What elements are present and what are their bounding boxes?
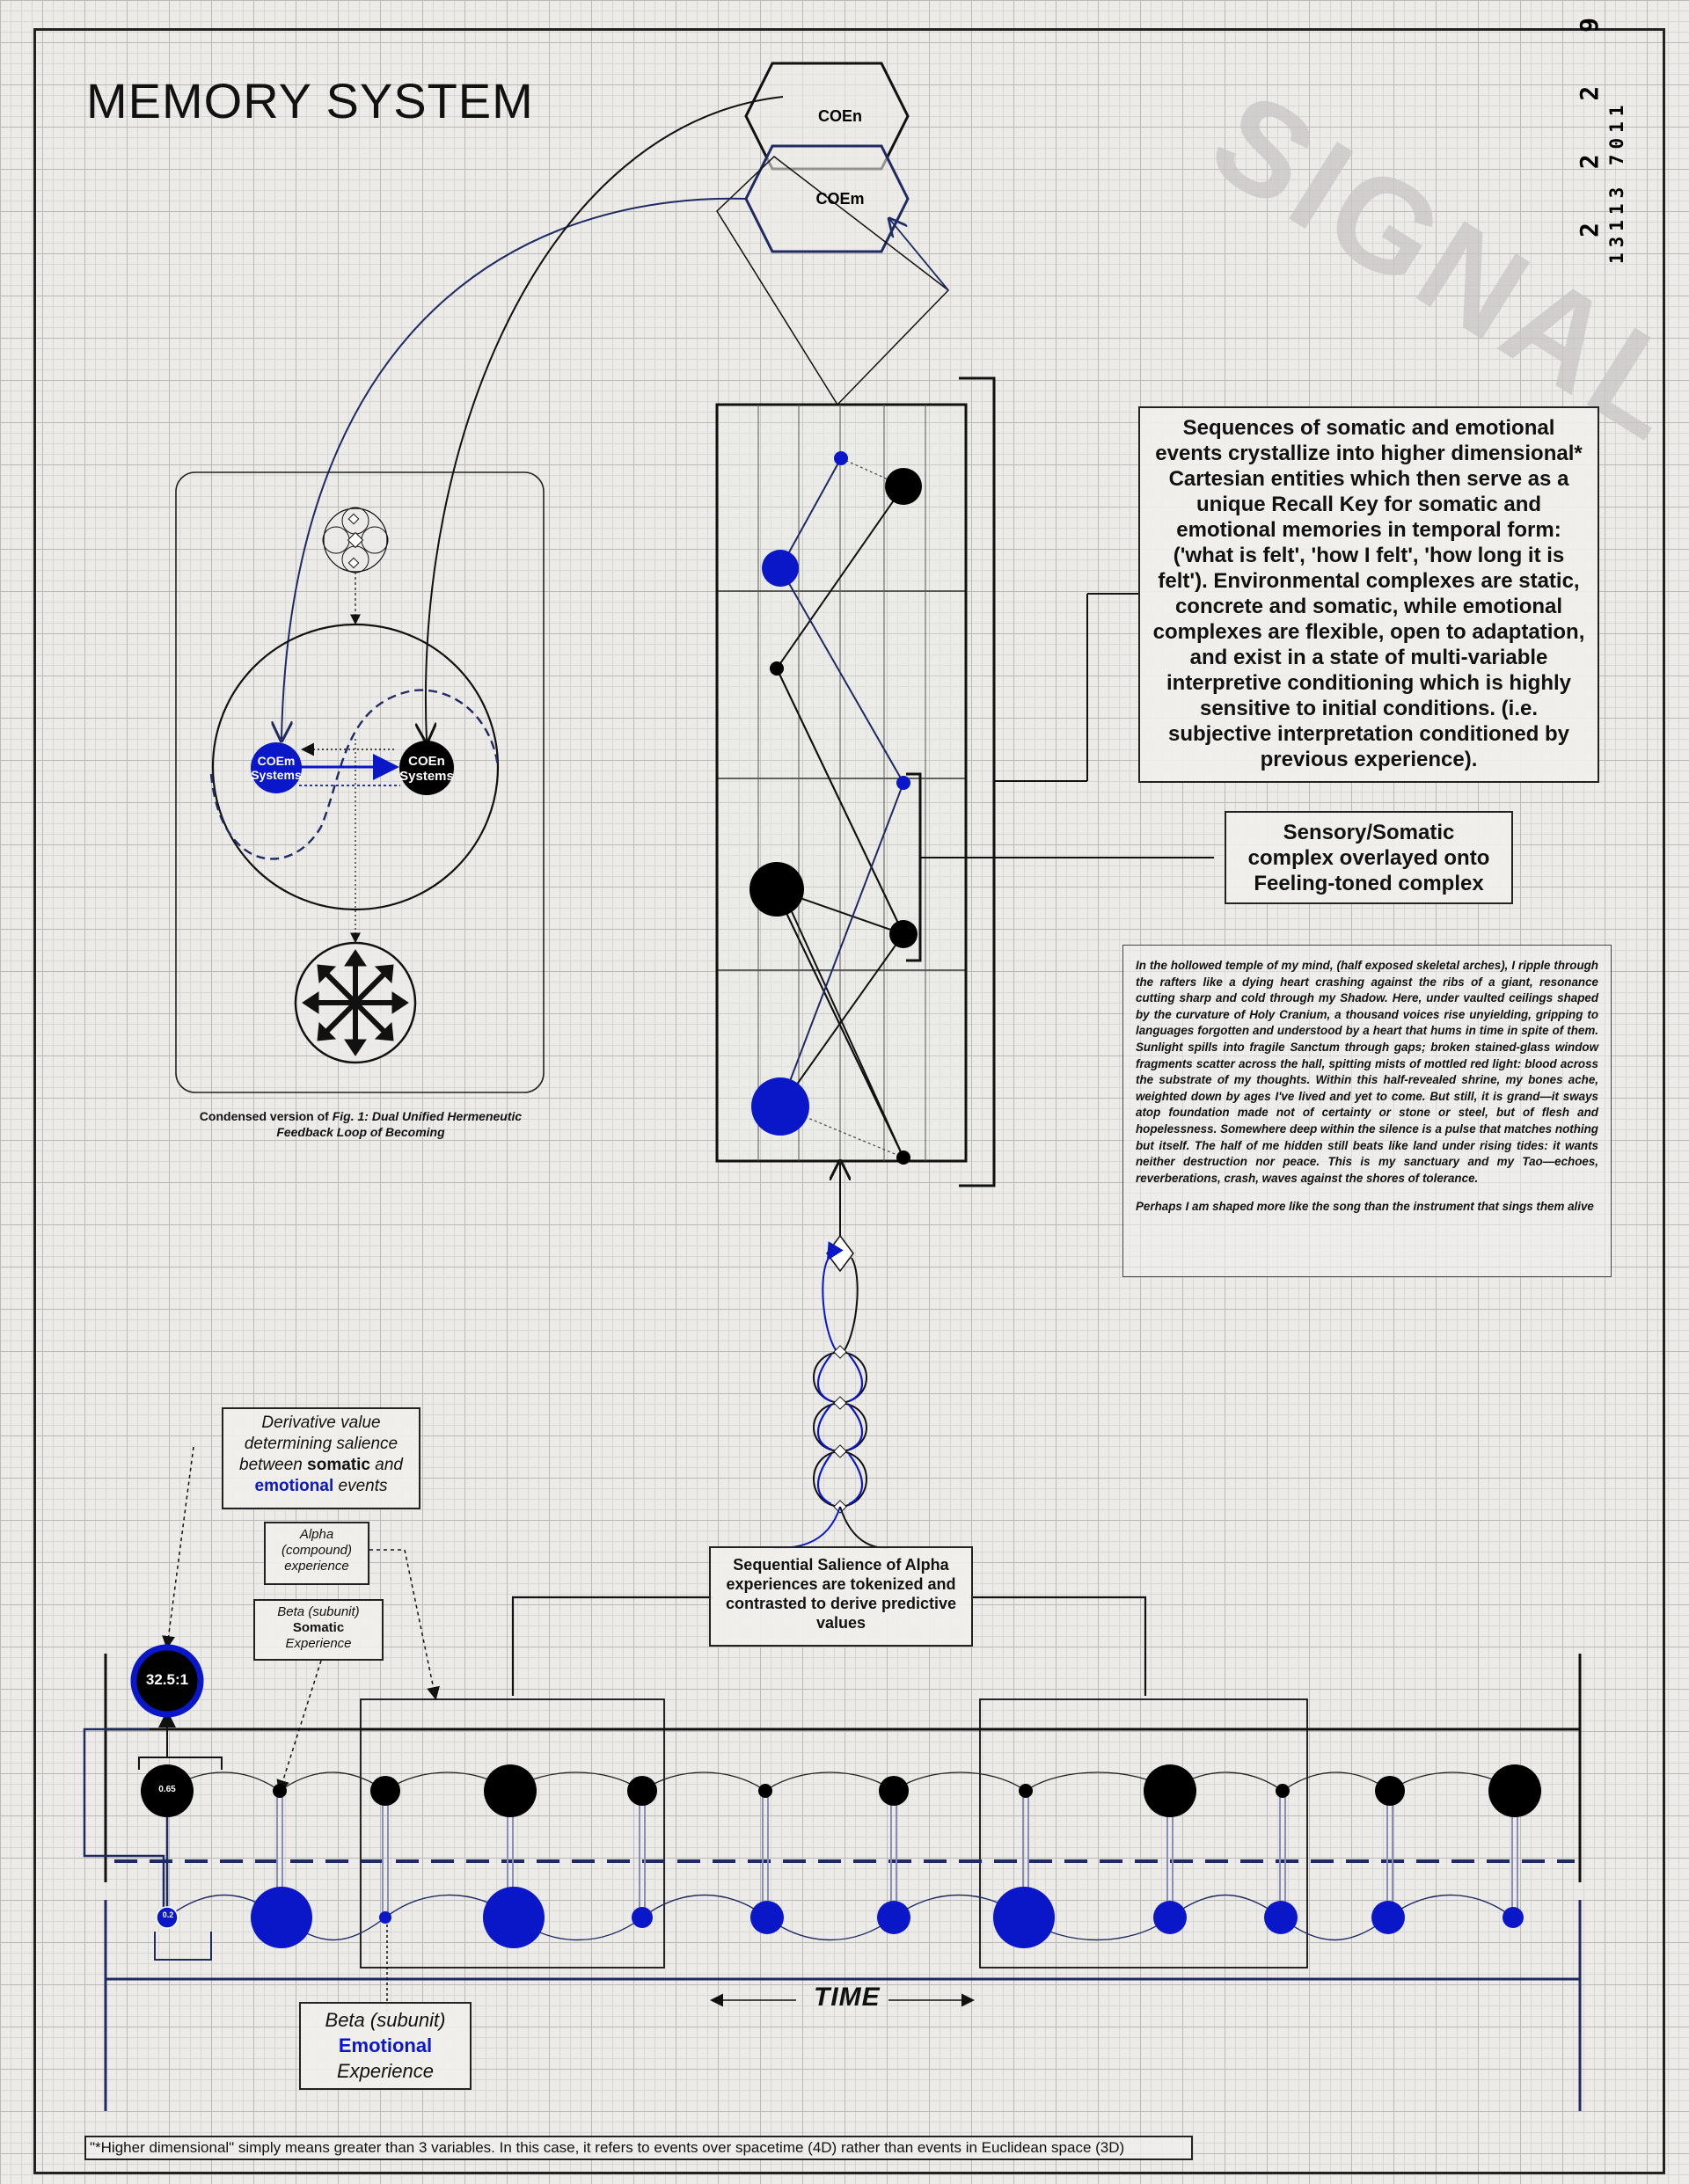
coem-return-arrow bbox=[890, 220, 949, 291]
coen-feedback-arc bbox=[426, 96, 784, 741]
coen-label-line2: Systems bbox=[399, 769, 454, 784]
caption-prefix: Condensed version of bbox=[199, 1109, 333, 1123]
poem-paragraph-1: In the hollowed temple of my mind, (half… bbox=[1136, 959, 1598, 1185]
feedback-loop-circle bbox=[211, 623, 500, 911]
coem-label-line1: COEm bbox=[257, 754, 296, 768]
somatic-node bbox=[627, 1776, 657, 1806]
beta-emotional-line2: Emotional bbox=[338, 2034, 433, 2056]
somatic-node bbox=[484, 1764, 537, 1817]
derivative-box: Derivative value determining salience be… bbox=[222, 1407, 420, 1509]
description-box: Sequences of somatic and emotional event… bbox=[1138, 406, 1599, 783]
somatic-node bbox=[1019, 1784, 1033, 1798]
somatic-arc bbox=[764, 1771, 895, 1792]
derivative-emotional: emotional bbox=[254, 1477, 334, 1495]
ratio-feedback-line bbox=[83, 1727, 165, 1917]
alpha-box-1 bbox=[360, 1698, 665, 1969]
somatic-arc bbox=[279, 1771, 386, 1792]
flower-glyph-icon bbox=[322, 507, 389, 573]
time-label: TIME bbox=[814, 1983, 881, 2012]
footnote: "*Higher dimensional" simply means great… bbox=[84, 2136, 1193, 2160]
beta-somatic-line1: Beta (subunit) bbox=[277, 1604, 360, 1619]
ratio-node-label: 32.5:1 bbox=[145, 1671, 189, 1688]
beta-emotional-box: Beta (subunit) Emotional Experience bbox=[299, 2002, 472, 2090]
overlay-bracket bbox=[906, 772, 922, 962]
figure-caption: Condensed version of Fig. 1: Dual Unifie… bbox=[185, 1108, 537, 1140]
derivative-events: events bbox=[333, 1477, 388, 1495]
overlay-box: Sensory/Somatic complex overlayed onto F… bbox=[1225, 811, 1513, 904]
derivative-text: Derivative value determining salience be… bbox=[239, 1413, 398, 1474]
hexagon-coen-label: COEn bbox=[817, 107, 862, 125]
beta-somatic-pointer bbox=[276, 1660, 322, 1793]
feedback-s-curve bbox=[209, 689, 500, 860]
seq-connector-right bbox=[970, 1596, 1147, 1696]
somatic-node bbox=[1144, 1764, 1196, 1817]
alpha-box-2 bbox=[979, 1698, 1308, 1969]
emotional-node bbox=[877, 1901, 910, 1934]
page-title: MEMORY SYSTEM bbox=[86, 73, 534, 128]
emotional-arc bbox=[641, 1894, 768, 1918]
radiating-arrows-icon bbox=[294, 941, 417, 1064]
derivative-pointer bbox=[162, 1446, 194, 1649]
somatic-node bbox=[1276, 1784, 1290, 1798]
somatic-node bbox=[370, 1776, 400, 1806]
sequential-salience-box: Sequential Salience of Alpha experiences… bbox=[709, 1546, 973, 1647]
token-chain bbox=[773, 1163, 889, 1549]
somatic-node bbox=[273, 1784, 287, 1798]
somatic-node bbox=[141, 1764, 194, 1817]
emotional-node bbox=[1153, 1901, 1187, 1934]
emotional-node bbox=[379, 1911, 391, 1924]
coen-label-line1: COEn bbox=[408, 754, 445, 769]
coem-feedback-arc bbox=[282, 197, 747, 739]
emotional-node bbox=[750, 1901, 784, 1934]
seq-connector-left bbox=[511, 1596, 713, 1696]
emotional-arc bbox=[1387, 1894, 1514, 1918]
emotional-arc bbox=[766, 1917, 895, 1941]
first-black-node-label: 0.65 bbox=[158, 1785, 176, 1794]
page-frame bbox=[33, 28, 1665, 2174]
emotional-node bbox=[483, 1887, 545, 1948]
alpha-pointer bbox=[369, 1549, 440, 1700]
derivative-and: and bbox=[369, 1456, 403, 1474]
first-blue-node-label: 0.2 bbox=[162, 1910, 174, 1919]
coem-systems-label: COEm Systems bbox=[246, 754, 306, 782]
poem-paragraph-2: Perhaps I am shaped more like the song t… bbox=[1136, 1200, 1594, 1214]
coen-systems-label: COEn Systems bbox=[396, 754, 457, 784]
somatic-node bbox=[1375, 1776, 1405, 1806]
emotional-node bbox=[251, 1887, 312, 1948]
emotional-node bbox=[632, 1907, 653, 1928]
recall-key-matrix bbox=[715, 403, 968, 1165]
coem-systems-node bbox=[251, 742, 302, 793]
coen-systems-node bbox=[399, 741, 454, 795]
emotional-node bbox=[156, 1906, 179, 1929]
emotional-arc bbox=[1169, 1894, 1282, 1918]
matrix-hex-connector bbox=[716, 156, 950, 405]
somatic-node bbox=[1488, 1764, 1541, 1817]
caption-figure: Fig. 1: Dual Unified Hermeneutic Feedbac… bbox=[276, 1109, 523, 1139]
somatic-node bbox=[879, 1776, 909, 1806]
emotional-node bbox=[1264, 1901, 1298, 1934]
hexagon-coem-label: COEm bbox=[815, 190, 865, 208]
beta-somatic-box: Beta (subunit) Somatic Experience bbox=[253, 1599, 384, 1661]
emotional-node bbox=[1371, 1901, 1405, 1934]
beta-emotional-line1: Beta (subunit) bbox=[325, 2009, 446, 2031]
somatic-node bbox=[758, 1784, 772, 1798]
emotional-node bbox=[1503, 1907, 1524, 1928]
timeline-nodes bbox=[141, 1764, 1541, 1948]
derivative-somatic: somatic bbox=[307, 1456, 370, 1474]
coem-label-line2: Systems bbox=[251, 768, 302, 782]
emotional-node bbox=[993, 1887, 1055, 1948]
somatic-arc bbox=[641, 1771, 766, 1792]
poem-text: In the hollowed temple of my mind, (half… bbox=[1122, 945, 1612, 1277]
condensed-figure-frame bbox=[175, 471, 545, 1093]
ratio-node bbox=[130, 1644, 204, 1718]
beta-emotional-line3: Experience bbox=[336, 2060, 435, 2082]
first-blue-bracket bbox=[154, 1932, 212, 1961]
beta-somatic-line2: Somatic bbox=[292, 1620, 345, 1635]
somatic-arc bbox=[1282, 1771, 1391, 1792]
beta-somatic-line3: Experience bbox=[285, 1636, 352, 1651]
somatic-arc bbox=[893, 1771, 1027, 1792]
alpha-label-box: Alpha (compound) experience bbox=[264, 1522, 369, 1585]
